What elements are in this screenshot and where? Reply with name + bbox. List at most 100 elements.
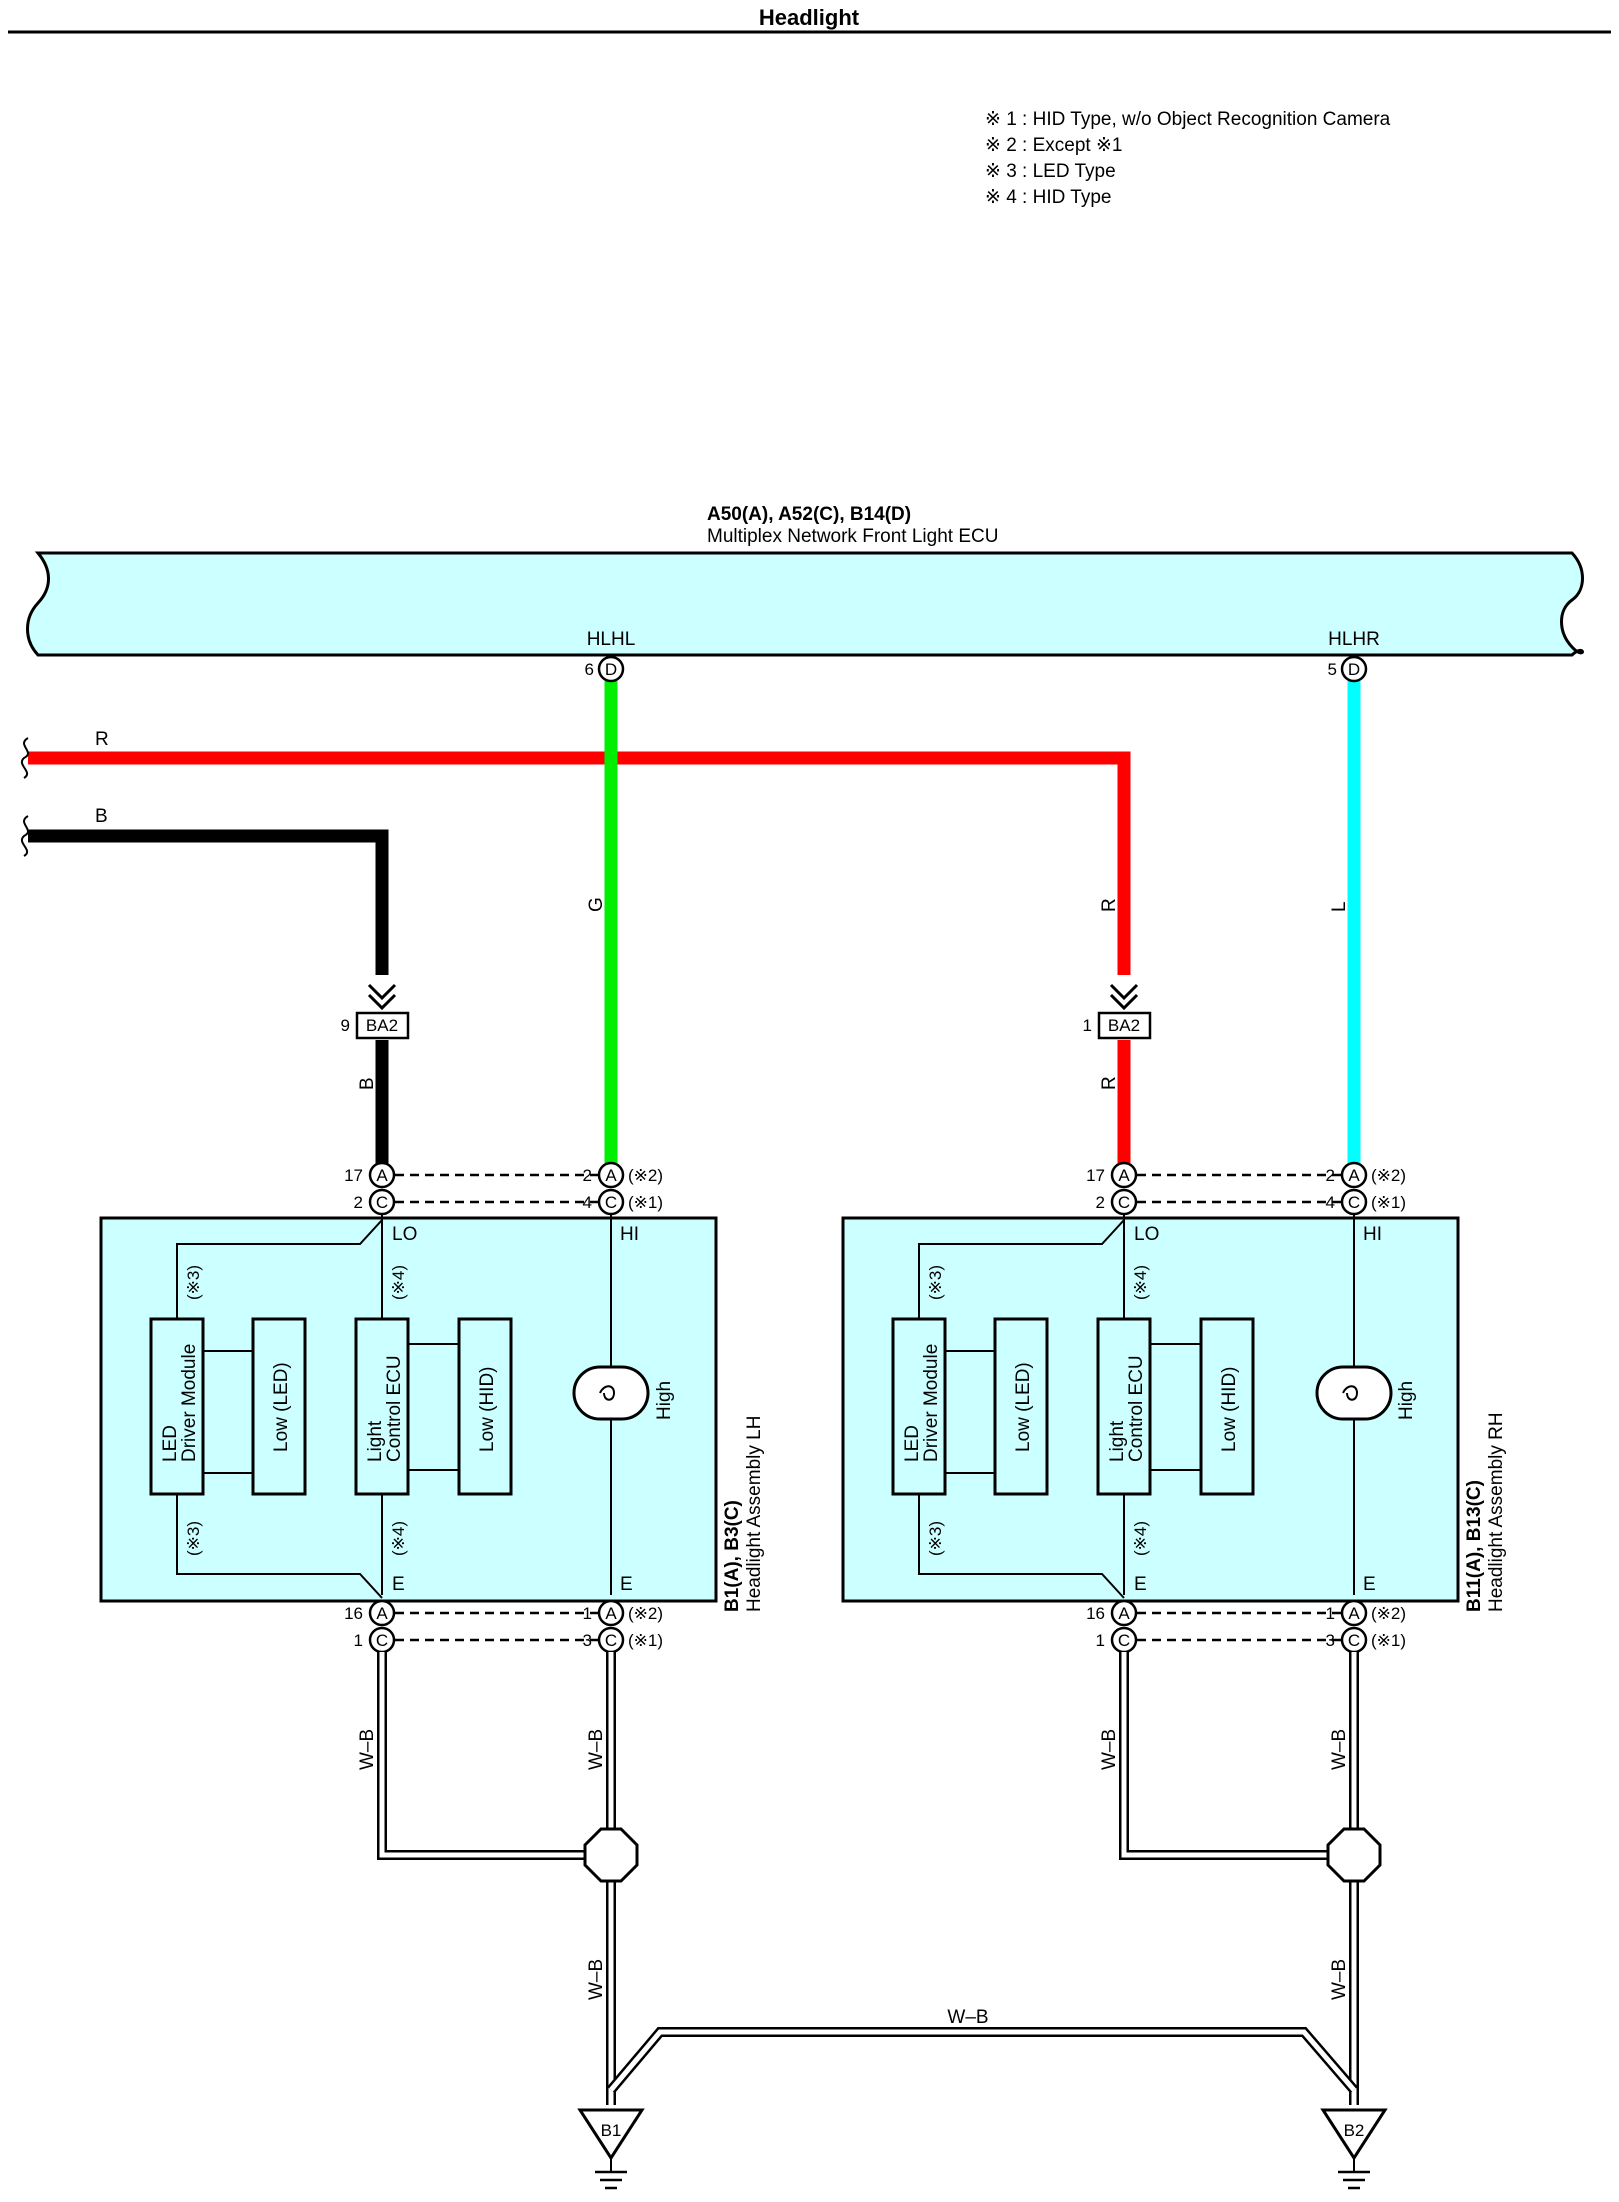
lh-control-ecu-label: Control ECU	[384, 1355, 405, 1462]
rh-bot-note-a: (※2)	[1371, 1604, 1406, 1623]
headlight-assembly-rh: A C 17 2 A C 2 4 (※2) (※1) LO HI E E (※3…	[841, 1161, 1507, 1654]
ground-b1-label: B1	[601, 2121, 622, 2140]
lh-bot-c-right-letter: C	[605, 1631, 617, 1650]
lh-top-note-c: (※1)	[628, 1193, 663, 1212]
lh-bot-c-left-letter: C	[376, 1631, 388, 1650]
rh-low-hid-label: Low (HID)	[1219, 1366, 1240, 1452]
wb-label-lh-left: W–B	[357, 1729, 378, 1770]
ecu-id: A50(A), A52(C), B14(D)	[707, 504, 911, 525]
note-1: ※ 1 : HID Type, w/o Object Recognition C…	[985, 109, 1391, 130]
rh-hi-label: HI	[1363, 1224, 1382, 1245]
lh-top-c-left-letter: C	[376, 1193, 388, 1212]
ecu-pin-right: 5	[1328, 660, 1337, 679]
lh-driver-module-label: Driver Module	[179, 1344, 200, 1462]
lh-low-hid-label: Low (HID)	[477, 1366, 498, 1452]
lh-note3-top: (※3)	[184, 1265, 203, 1300]
lh-low-hid	[457, 1317, 513, 1496]
wb-label-rh-left: W–B	[1099, 1729, 1120, 1770]
rh-e-left-label: E	[1134, 1574, 1147, 1595]
lh-top-note-a: (※2)	[628, 1166, 663, 1185]
wire-label-black-lower: B	[357, 1077, 378, 1090]
ecu-connector-right: D 5	[1328, 655, 1368, 683]
junction-ba2-right: BA2 1	[1083, 983, 1152, 1040]
note-4: ※ 4 : HID Type	[985, 187, 1111, 208]
rh-top-c-right-pin: 4	[1326, 1193, 1335, 1212]
lh-top-a-right-pin: 2	[583, 1166, 592, 1185]
ground-wiring	[377, 1652, 1359, 2105]
rh-bot-a-right-letter: A	[1348, 1604, 1360, 1623]
lh-low-led-label: Low (LED)	[271, 1362, 292, 1452]
lh-note3-bottom: (※3)	[184, 1521, 203, 1556]
lh-bot-note-c: (※1)	[628, 1631, 663, 1650]
rh-top-a-left	[1110, 1161, 1138, 1189]
lh-light-label: Light	[365, 1420, 386, 1462]
lh-hi-label: HI	[620, 1224, 639, 1245]
wb-label-link: W–B	[947, 2007, 988, 2028]
lh-splice	[583, 1827, 639, 1883]
ecu-terminal-hlhr: HLHR	[1328, 629, 1380, 650]
lh-high-label: High	[654, 1381, 675, 1420]
lh-bot-c-right-pin: 3	[583, 1631, 592, 1650]
wb-label-rh-lower: W–B	[1329, 1959, 1350, 2000]
rh-top-c-left-letter: C	[1118, 1193, 1130, 1212]
rh-assembly-id: B11(A), B13(C)	[1464, 1480, 1485, 1612]
lh-top-a-left	[368, 1161, 396, 1189]
rh-low-led-label: Low (LED)	[1013, 1362, 1034, 1452]
wb-label-rh-right: W–B	[1329, 1729, 1350, 1770]
rh-note3-bottom: (※3)	[926, 1521, 945, 1556]
ground-b1: B1	[577, 2108, 645, 2190]
rh-top-c-left-pin: 2	[1096, 1193, 1105, 1212]
rh-splice	[1326, 1827, 1382, 1883]
ecu-conn-right-letter: D	[1348, 660, 1360, 679]
wire-label-red-lower: R	[1099, 1076, 1120, 1090]
lh-bot-a-right	[597, 1599, 625, 1627]
rh-note3-top: (※3)	[926, 1265, 945, 1300]
wire-label-red: R	[95, 729, 109, 750]
rh-bot-a-right-pin: 1	[1326, 1604, 1335, 1623]
rh-led-label: LED	[902, 1425, 923, 1462]
lh-bot-a-right-letter: A	[605, 1604, 617, 1623]
wire-break-red	[21, 737, 29, 779]
rh-bot-a-right	[1340, 1599, 1368, 1627]
rh-note4-top: (※4)	[1131, 1265, 1150, 1300]
lh-e-right-label: E	[620, 1574, 633, 1595]
wire-label-red-right: R	[1099, 898, 1120, 912]
headlight-assembly-lh: A C 17 2 A C 2 4 (※2) (※1) LO HI	[99, 1161, 765, 1654]
lh-low-led	[251, 1317, 307, 1496]
note-2: ※ 2 : Except ※1	[985, 135, 1122, 156]
wire-label-black: B	[95, 806, 108, 827]
lh-bot-note-a: (※2)	[628, 1604, 663, 1623]
rh-bot-c-right-pin: 3	[1326, 1631, 1335, 1650]
rh-bot-c-left-letter: C	[1118, 1631, 1130, 1650]
lh-assembly-name: Headlight Assembly LH	[744, 1416, 765, 1612]
lh-light-control-ecu	[354, 1317, 410, 1496]
wire-label-blue: L	[1329, 901, 1350, 912]
rh-e-right-label: E	[1363, 1574, 1376, 1595]
wb-label-lh-lower: W–B	[586, 1959, 607, 2000]
ecu-pin-left: 6	[585, 660, 594, 679]
rh-bot-a-left-pin: 16	[1086, 1604, 1105, 1623]
rh-top-c-right-letter: C	[1348, 1193, 1360, 1212]
lh-e-left-label: E	[392, 1574, 405, 1595]
lh-bot-a-left	[368, 1599, 396, 1627]
lh-assembly-id: B1(A), B3(C)	[722, 1500, 743, 1612]
lh-top-a-right-letter: A	[605, 1166, 617, 1185]
ecu-body	[26, 551, 1584, 657]
rh-top-note-c: (※1)	[1371, 1193, 1406, 1212]
wire-red-main	[28, 751, 1131, 975]
rh-driver-module-label: Driver Module	[921, 1344, 942, 1462]
lh-high-bulb	[572, 1365, 650, 1421]
junction-left-name: BA2	[366, 1016, 398, 1035]
rh-control-ecu-label: Control ECU	[1126, 1355, 1147, 1462]
wb-label-lh-right: W–B	[586, 1729, 607, 1770]
junction-right-name: BA2	[1108, 1016, 1140, 1035]
rh-low-hid	[1199, 1317, 1255, 1496]
notes-legend: ※ 1 : HID Type, w/o Object Recognition C…	[985, 109, 1391, 208]
rh-bot-a-left	[1110, 1599, 1138, 1627]
lh-bot-c-left-pin: 1	[354, 1631, 363, 1650]
rh-low-led	[993, 1317, 1049, 1496]
lh-led-driver-module	[149, 1317, 205, 1496]
rh-high-label: High	[1396, 1381, 1417, 1420]
ecu-conn-left-letter: D	[605, 660, 617, 679]
